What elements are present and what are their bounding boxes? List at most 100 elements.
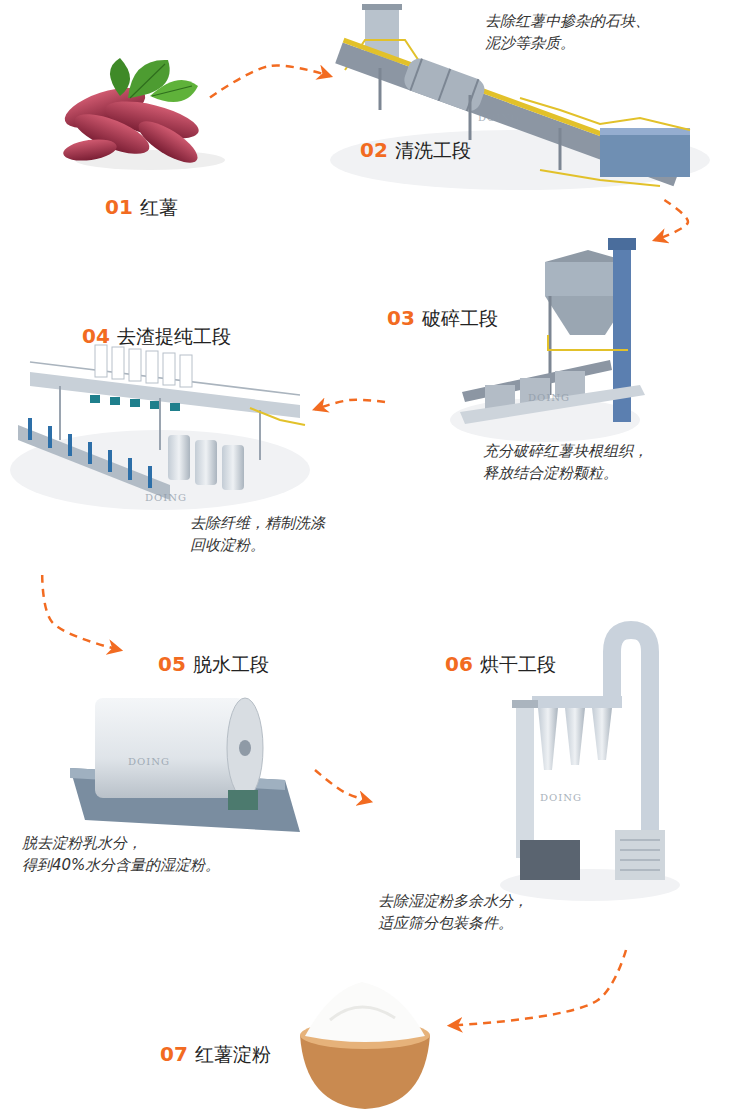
stage-note: 去除红薯中掺杂的石块、 泥沙等杂质。 bbox=[485, 10, 715, 54]
purification-illustration bbox=[28, 418, 32, 440]
purification-illustration bbox=[112, 347, 124, 379]
washing-line-illustration bbox=[439, 69, 451, 101]
purification-illustration bbox=[222, 445, 244, 490]
stage-note: 充分破碎红薯块根组织， 释放结合淀粉颗粒。 bbox=[483, 440, 713, 484]
purification-illustration bbox=[129, 349, 141, 381]
washing-line-illustration bbox=[559, 128, 562, 170]
flow-arrow bbox=[210, 66, 330, 98]
sweet-potato-illustration bbox=[133, 114, 203, 170]
purification-illustration bbox=[108, 450, 112, 472]
sweet-potato-illustration bbox=[60, 58, 225, 170]
flash-dryer-illustration bbox=[520, 840, 580, 880]
purification-illustration bbox=[180, 355, 192, 387]
process-stage: 03破碎工段充分破碎红薯块根组织， 释放结合淀粉颗粒。 bbox=[385, 240, 685, 510]
step-number: 02 bbox=[360, 138, 388, 162]
flow-arrow bbox=[655, 200, 688, 240]
purification-illustration bbox=[110, 397, 120, 405]
flash-dryer-illustration bbox=[620, 840, 660, 841]
purification-illustration bbox=[128, 458, 132, 480]
purification-illustration bbox=[59, 386, 61, 440]
flash-dryer-illustration bbox=[565, 708, 585, 765]
flow-arrow bbox=[42, 575, 120, 650]
washing-line-illustration bbox=[401, 55, 488, 114]
washing-line-illustration bbox=[330, 4, 710, 190]
flow-arrow bbox=[315, 400, 385, 410]
stage-title: 破碎工段 bbox=[422, 307, 498, 329]
stage-heading: 02 清洗工段 bbox=[360, 138, 471, 164]
stage-note: 去除纤维，精制洗涤 回收淀粉。 bbox=[190, 512, 390, 556]
watermark: DOING bbox=[540, 792, 582, 803]
step-number: 05 bbox=[158, 652, 186, 676]
stage-note: 去除湿淀粉多余水分， 适应筛分包装条件。 bbox=[378, 890, 618, 934]
crusher-illustration bbox=[450, 238, 645, 442]
starch-bowl-illustration bbox=[305, 982, 425, 1042]
flash-dryer-illustration bbox=[592, 708, 612, 760]
stage-title: 红薯淀粉 bbox=[195, 1043, 271, 1065]
stage-title: 清洗工段 bbox=[395, 139, 471, 161]
washing-line-illustration bbox=[600, 135, 690, 177]
washing-line-illustration bbox=[330, 130, 710, 190]
purification-illustration bbox=[170, 403, 180, 411]
watermark: DOING bbox=[478, 112, 520, 123]
flash-dryer-illustration bbox=[532, 696, 622, 708]
purification-illustration bbox=[48, 426, 52, 448]
process-stage: 05 脱水工段脱去淀粉乳水分， 得到40%水分含量的湿淀粉。 bbox=[15, 650, 315, 890]
flash-dryer-illustration bbox=[620, 850, 660, 851]
washing-line-illustration bbox=[520, 98, 690, 130]
stage-heading: 07 红薯淀粉 bbox=[160, 1042, 271, 1068]
crusher-illustration bbox=[555, 371, 585, 397]
step-number: 01 bbox=[105, 195, 133, 219]
purification-illustration bbox=[159, 398, 161, 450]
washing-line-illustration bbox=[600, 128, 690, 135]
vacuum-filter-illustration bbox=[227, 698, 263, 798]
purification-illustration bbox=[259, 410, 261, 460]
flash-dryer-illustration bbox=[620, 860, 660, 861]
stage-title: 脱水工段 bbox=[193, 653, 269, 675]
flash-dryer-illustration bbox=[512, 700, 538, 708]
process-stage: 07 红薯淀粉 bbox=[150, 980, 450, 1110]
flow-arrow bbox=[315, 770, 370, 802]
washing-line-illustration bbox=[362, 4, 402, 10]
vacuum-filter-illustration bbox=[95, 698, 245, 798]
stage-note: 脱去淀粉乳水分， 得到40%水分含量的湿淀粉。 bbox=[22, 832, 312, 876]
process-stage: 02清洗工段去除红薯中掺杂的石块、 泥沙等杂质。 bbox=[330, 0, 710, 200]
stage-title: 红薯 bbox=[140, 196, 178, 218]
step-number: 06 bbox=[445, 652, 473, 676]
flash-dryer-illustration bbox=[516, 708, 534, 858]
vacuum-filter-illustration bbox=[70, 698, 300, 832]
stage-heading: 03 破碎工段 bbox=[387, 306, 498, 332]
purification-illustration bbox=[250, 408, 305, 425]
process-stage: 06 烘干工段去除湿淀粉多余水分， 适应筛分包装条件。 bbox=[370, 620, 690, 950]
step-number: 07 bbox=[160, 1042, 188, 1066]
crusher-illustration bbox=[460, 385, 645, 424]
step-number: 04 bbox=[82, 324, 110, 348]
process-stage: 04去渣提纯工段去除纤维，精制洗涤 回收淀粉。 bbox=[5, 320, 315, 575]
flow-arrow bbox=[450, 950, 626, 1026]
watermark: DOING bbox=[145, 492, 187, 503]
sweet-potato-illustration bbox=[110, 58, 130, 96]
purification-illustration bbox=[146, 351, 158, 383]
step-number: 03 bbox=[387, 306, 415, 330]
stage-heading: 06 烘干工段 bbox=[445, 652, 556, 678]
washing-line-illustration bbox=[540, 170, 660, 186]
purification-illustration bbox=[148, 466, 152, 488]
stage-title: 烘干工段 bbox=[480, 653, 556, 675]
purification-illustration bbox=[88, 442, 92, 464]
flash-dryer-illustration bbox=[538, 708, 558, 770]
stage-heading: 01 红薯 bbox=[105, 195, 178, 221]
flash-dryer-illustration bbox=[620, 870, 660, 871]
vacuum-filter-illustration bbox=[239, 740, 251, 756]
purification-illustration bbox=[10, 345, 310, 510]
starch-bowl-illustration bbox=[300, 982, 430, 1109]
process-stage: 01 红薯 bbox=[60, 45, 210, 220]
starch-bowl-illustration bbox=[330, 1007, 395, 1020]
purification-illustration bbox=[163, 353, 175, 385]
purification-illustration bbox=[168, 435, 190, 480]
washing-line-illustration bbox=[410, 59, 422, 91]
sweet-potato-illustration bbox=[62, 136, 118, 163]
purification-illustration bbox=[90, 395, 100, 403]
